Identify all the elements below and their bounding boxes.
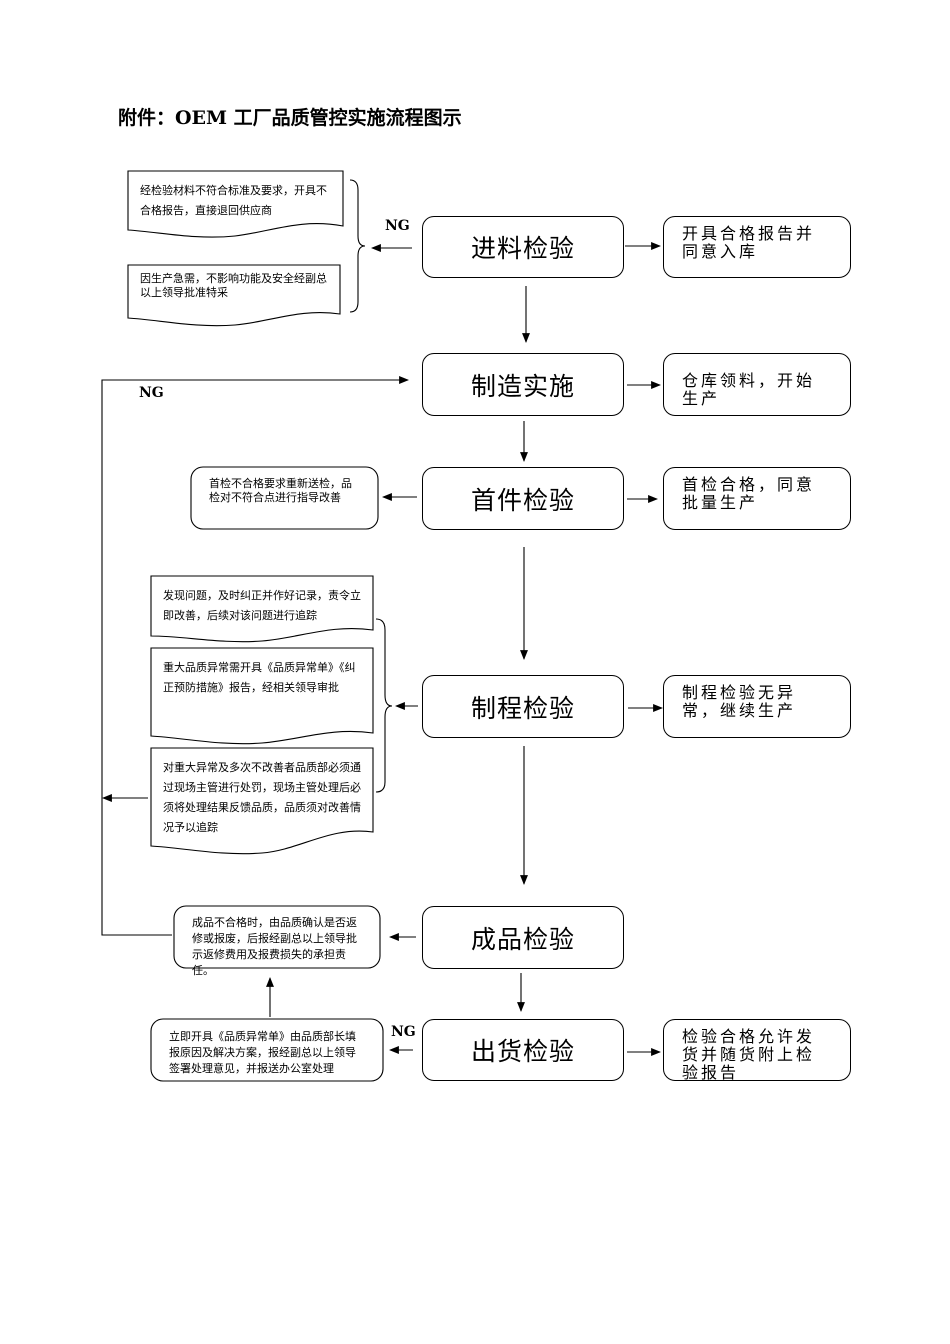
note-shape-process-repeat: [150, 747, 374, 855]
ng-label-incoming: NG: [385, 218, 410, 234]
note-shape-shipping: [150, 1018, 384, 1082]
step-label: 进料检验: [470, 234, 575, 263]
note-first-article-reject: 首检不合格要求重新送检，品检对不符合点进行指导改善: [209, 477, 352, 504]
result-incoming-pass: 开具合格报告并同意入库: [663, 216, 851, 278]
note-incoming-reject: 经检验材料不符合标准及要求，开具不合格报告，直接退回供应商: [140, 184, 327, 217]
result-process-pass: 制程检验无异常，继续生产: [663, 675, 851, 738]
step-manufacturing: 制造实施: [422, 353, 624, 416]
note-shape-first-article: [190, 466, 379, 530]
note-shipping-reject: 立即开具《品质异常单》由品质部长填报原因及解决方案，报经副总以上领导签署处理意见…: [169, 1030, 356, 1075]
brace-incoming: [349, 179, 366, 313]
note-shape-process-issue: [150, 575, 374, 643]
note-process-issue: 发现问题，及时纠正并作好记录，责令立即改善，后续对该问题进行追踪: [163, 589, 361, 622]
note-process-repeat: 对重大异常及多次不改善者品质部必须通过现场主管进行处罚，现场主管处理后必须将处理…: [163, 761, 361, 834]
step-process-inspection: 制程检验: [422, 675, 624, 738]
note-process-major: 重大品质异常需开具《品质异常单》《纠正预防措施》报告，经相关领导审批: [163, 661, 356, 694]
note-finished-reject: 成品不合格时，由品质确认是否返修或报废，后报经副总以上领导批示返修费用及报费损失…: [192, 916, 357, 977]
step-label: 出货检验: [470, 1037, 575, 1066]
result-manufacturing: 仓库领料，开始生产: [663, 353, 851, 416]
step-first-article-inspection: 首件检验: [422, 467, 624, 530]
step-label: 制造实施: [470, 371, 575, 401]
ng-label-feedback-loop: NG: [139, 385, 164, 401]
step-label: 首件检验: [470, 485, 575, 515]
page-title: 附件：OEM 工厂品质管控实施流程图示: [118, 107, 462, 129]
step-finished-inspection: 成品检验: [422, 906, 624, 969]
step-shipping-inspection: 出货检验: [422, 1019, 624, 1081]
note-shape-finished: [173, 905, 381, 969]
note-shape-incoming-special: [127, 264, 341, 327]
step-label: 制程检验: [470, 693, 575, 723]
note-incoming-special: 因生产急需，不影响功能及安全经副总以上领导批准特采: [140, 272, 327, 299]
note-shape-incoming-reject: [127, 170, 344, 238]
result-first-article-pass: 首检合格，同意批量生产: [663, 467, 851, 530]
brace-process: [375, 618, 393, 793]
result-shipping-pass: 检验合格允许发货并随货附上检验报告: [663, 1019, 851, 1082]
note-shape-process-major: [150, 647, 374, 745]
step-incoming-inspection: 进料检验: [422, 216, 624, 278]
ng-label-shipping: NG: [391, 1024, 416, 1040]
step-label: 成品检验: [470, 924, 575, 954]
